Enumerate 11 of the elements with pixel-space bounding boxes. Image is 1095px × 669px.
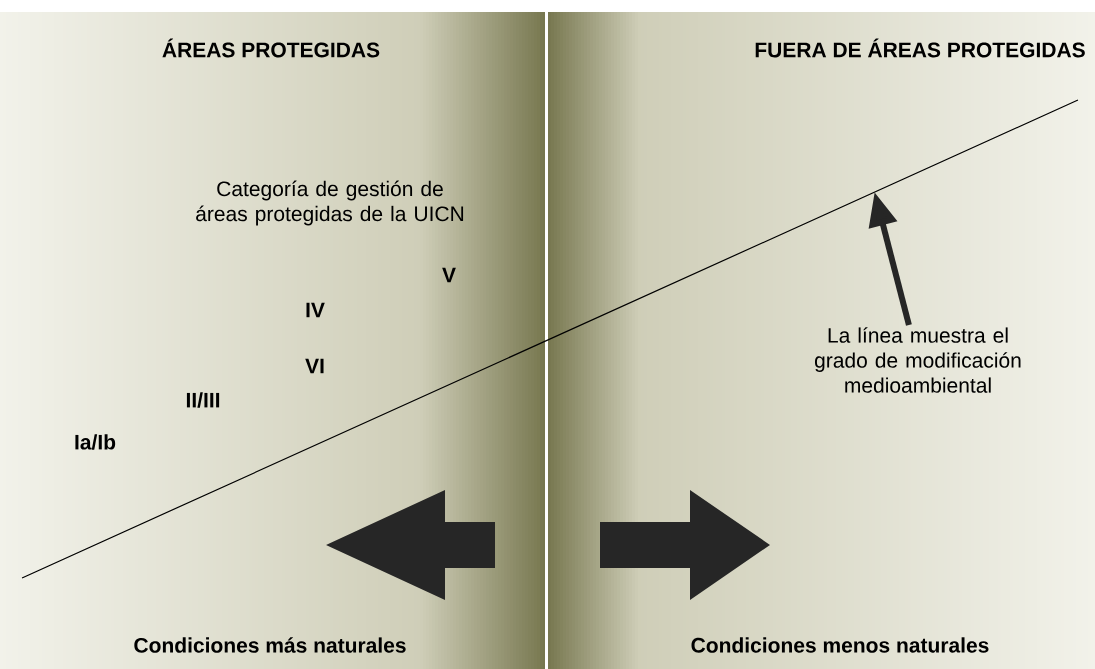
category-label: II/III [186, 392, 220, 408]
category-label: V [442, 267, 456, 283]
heading: FUERA DE ÁREAS PROTEGIDAS [755, 38, 1085, 58]
category-label: VI [305, 358, 324, 374]
trend-line [21, 99, 1079, 579]
caption-text: Categoría de gestión de áreas protegidas de la UICN [196, 180, 464, 226]
axis-label: Condiciones menos naturales [691, 637, 989, 653]
heading: ÁREAS PROTEGIDAS [162, 38, 380, 58]
axis-label: Condiciones más naturales [134, 637, 406, 653]
category-label: Ia/Ib [75, 434, 116, 450]
category-label: IV [306, 302, 325, 318]
